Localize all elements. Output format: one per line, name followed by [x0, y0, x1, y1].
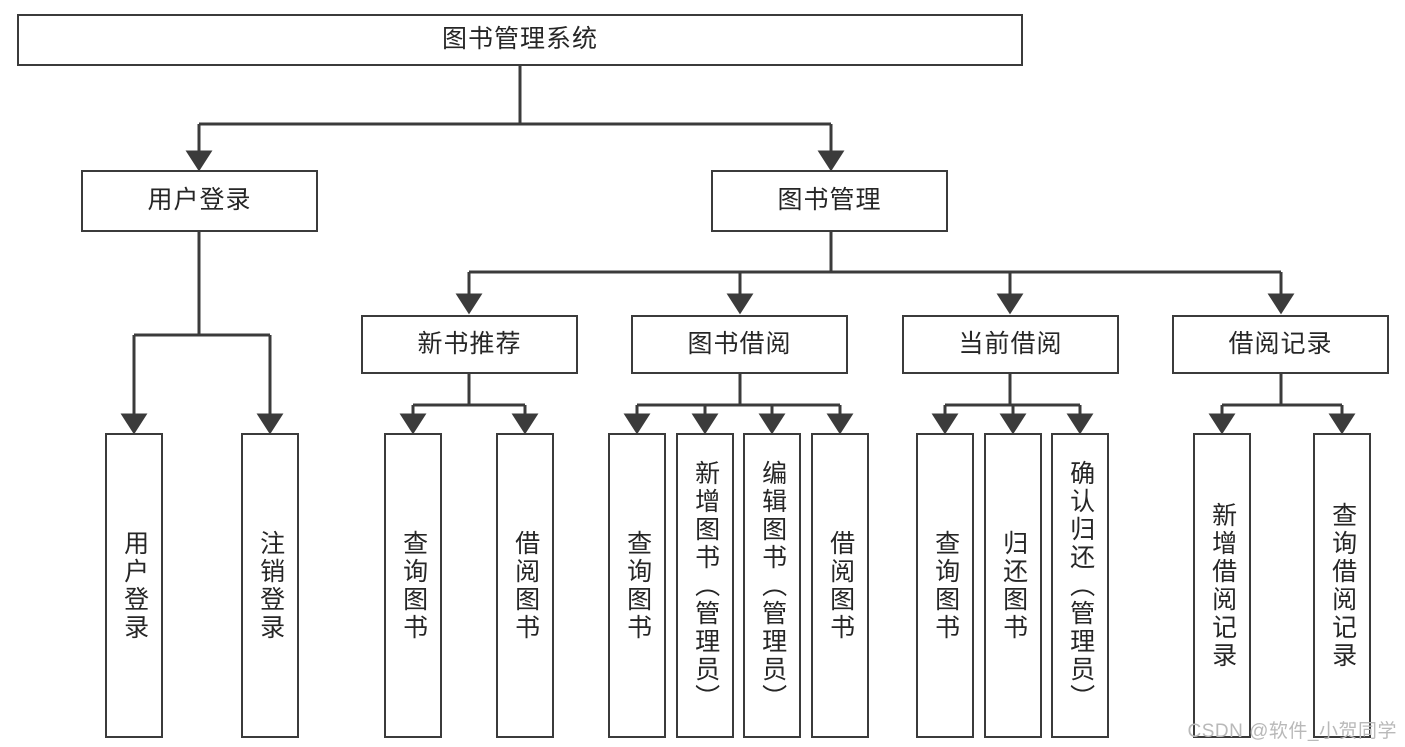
node-new-book-recommendation[interactable]: 新书推荐: [361, 315, 578, 374]
node-root-book-management-system[interactable]: 图书管理系统: [17, 14, 1023, 66]
node-label: 借阅图书: [511, 529, 540, 642]
node-label: 查询图书: [623, 529, 652, 642]
node-book-management[interactable]: 图书管理: [711, 170, 948, 232]
node-current-borrowing[interactable]: 当前借阅: [902, 315, 1119, 374]
node-label: 查询借阅记录: [1328, 501, 1357, 670]
node-label: 新增图书（管理员）: [691, 459, 720, 712]
leaf-user-login[interactable]: 用户登录: [105, 433, 163, 738]
leaf-new-book-borrow-book[interactable]: 借阅图书: [496, 433, 554, 738]
node-label: 查询图书: [931, 529, 960, 642]
watermark-text: CSDN @软件_小贺同学: [1187, 721, 1397, 742]
leaf-current-query-book[interactable]: 查询图书: [916, 433, 974, 738]
node-label: 图书借阅: [687, 329, 792, 358]
leaf-current-confirm-return-admin[interactable]: 确认归还（管理员）: [1051, 433, 1109, 738]
node-label: 借阅图书: [826, 529, 855, 642]
leaf-logout[interactable]: 注销登录: [241, 433, 299, 738]
node-label: 图书管理: [777, 186, 882, 215]
node-borrowing-record[interactable]: 借阅记录: [1172, 315, 1389, 374]
leaf-current-return-book[interactable]: 归还图书: [984, 433, 1042, 738]
leaf-borrow-add-book-admin[interactable]: 新增图书（管理员）: [676, 433, 734, 738]
node-label: 用户登录: [120, 529, 149, 642]
node-label: 查询图书: [399, 529, 428, 642]
leaf-record-query-borrow-record[interactable]: 查询借阅记录: [1313, 433, 1371, 738]
node-label: 编辑图书（管理员）: [758, 459, 787, 712]
node-label: 当前借阅: [958, 329, 1063, 358]
leaf-record-add-borrow-record[interactable]: 新增借阅记录: [1193, 433, 1251, 738]
node-label: 新书推荐: [417, 329, 522, 358]
leaf-borrow-borrow-book[interactable]: 借阅图书: [811, 433, 869, 738]
node-label: 归还图书: [999, 529, 1028, 642]
node-label: 图书管理系统: [441, 25, 598, 54]
leaf-borrow-edit-book-admin[interactable]: 编辑图书（管理员）: [743, 433, 801, 738]
node-label: 借阅记录: [1228, 329, 1333, 358]
node-user-login[interactable]: 用户登录: [81, 170, 318, 232]
node-label: 新增借阅记录: [1208, 501, 1237, 670]
node-book-borrowing[interactable]: 图书借阅: [631, 315, 848, 374]
node-label: 用户登录: [147, 186, 252, 215]
node-label: 注销登录: [256, 529, 285, 642]
leaf-new-book-query-book[interactable]: 查询图书: [384, 433, 442, 738]
leaf-borrow-query-book[interactable]: 查询图书: [608, 433, 666, 738]
node-label: 确认归还（管理员）: [1066, 459, 1095, 712]
